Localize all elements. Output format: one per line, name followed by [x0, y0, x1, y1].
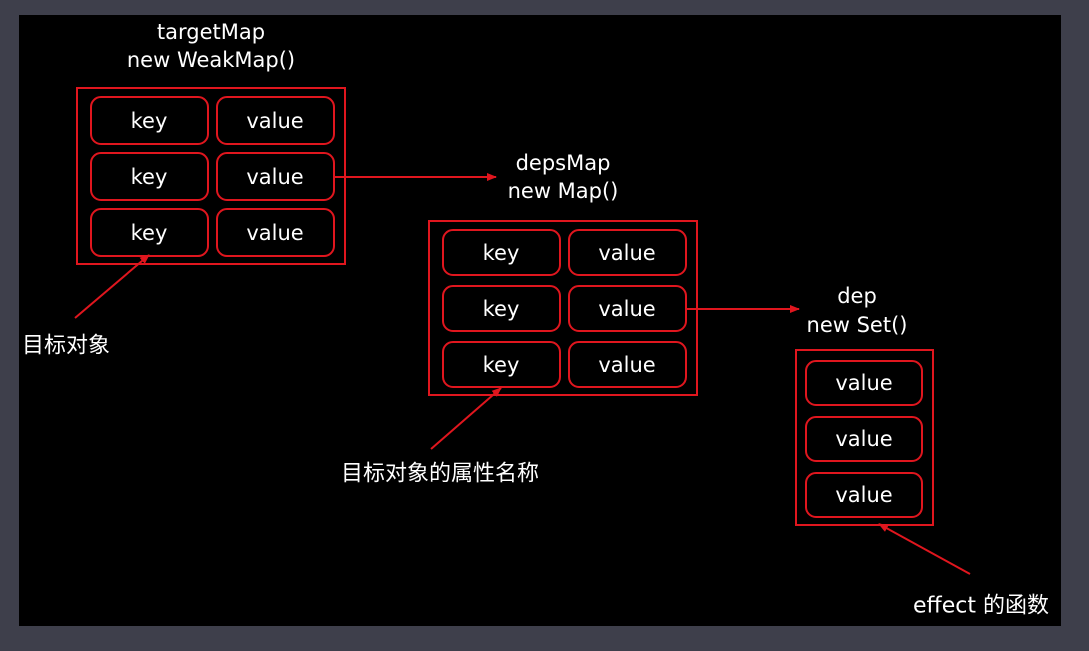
- deps-map-key-label: key: [483, 297, 520, 321]
- dep-value-label: value: [835, 371, 892, 395]
- arrow-property-name-annotation: [430, 387, 502, 450]
- dep-value-cell: [805, 416, 923, 462]
- deps-map-value-cell: [568, 341, 687, 388]
- dep-value-cell: [805, 360, 923, 406]
- dep-value-cell: [805, 472, 923, 518]
- deps-map-value-label: value: [598, 353, 655, 377]
- dep-constructor: new Set(): [807, 313, 908, 337]
- deps-map-title: depsMap: [516, 151, 611, 175]
- arrow-effect-annotation: [878, 523, 971, 575]
- target-map-value-cell: [216, 96, 335, 145]
- target-map-key-label: key: [131, 221, 168, 245]
- dep-title: dep: [837, 284, 877, 308]
- target-object-annotation: 目标对象: [22, 334, 110, 359]
- deps-map-key-label: key: [483, 241, 520, 265]
- target-map-key-label: key: [131, 109, 168, 133]
- dep-box: [795, 349, 934, 526]
- deps-map-value-label: value: [598, 241, 655, 265]
- target-map-group: targetMap new WeakMap() key value key va…: [76, 20, 346, 265]
- dep-group: dep new Set() value value value: [795, 284, 934, 526]
- target-map-key-cell: [90, 96, 209, 145]
- target-map-row: key value: [90, 152, 335, 201]
- deps-map-constructor: new Map(): [508, 179, 619, 203]
- arrow-target-object-annotation: [74, 254, 150, 319]
- deps-map-key-cell: [442, 229, 561, 276]
- deps-map-key-cell: [442, 285, 561, 332]
- deps-map-key-cell: [442, 341, 561, 388]
- deps-map-value-cell: [568, 229, 687, 276]
- deps-map-row: key value: [442, 229, 687, 276]
- dep-value-label: value: [835, 483, 892, 507]
- target-map-key-label: key: [131, 165, 168, 189]
- target-map-key-cell: [90, 152, 209, 201]
- target-map-value-cell: [216, 208, 335, 257]
- deps-map-value-label: value: [598, 297, 655, 321]
- deps-map-row: key value: [442, 341, 687, 388]
- target-map-row: key value: [90, 208, 335, 257]
- target-map-title: targetMap: [157, 20, 265, 44]
- deps-map-group: depsMap new Map() key value key value ke…: [428, 151, 698, 396]
- effect-function-annotation: effect 的函数: [913, 594, 1049, 619]
- deps-map-key-label: key: [483, 353, 520, 377]
- target-map-constructor: new WeakMap(): [127, 48, 295, 72]
- dep-value-label: value: [835, 427, 892, 451]
- diagram-canvas: targetMap new WeakMap() key value key va…: [19, 15, 1061, 626]
- property-name-annotation: 目标对象的属性名称: [341, 462, 539, 487]
- target-map-value-label: value: [246, 165, 303, 189]
- target-map-row: key value: [90, 96, 335, 145]
- reactivity-diagram: targetMap new WeakMap() key value key va…: [22, 20, 1049, 619]
- deps-map-row: key value: [442, 285, 687, 332]
- target-map-value-label: value: [246, 221, 303, 245]
- target-map-value-label: value: [246, 109, 303, 133]
